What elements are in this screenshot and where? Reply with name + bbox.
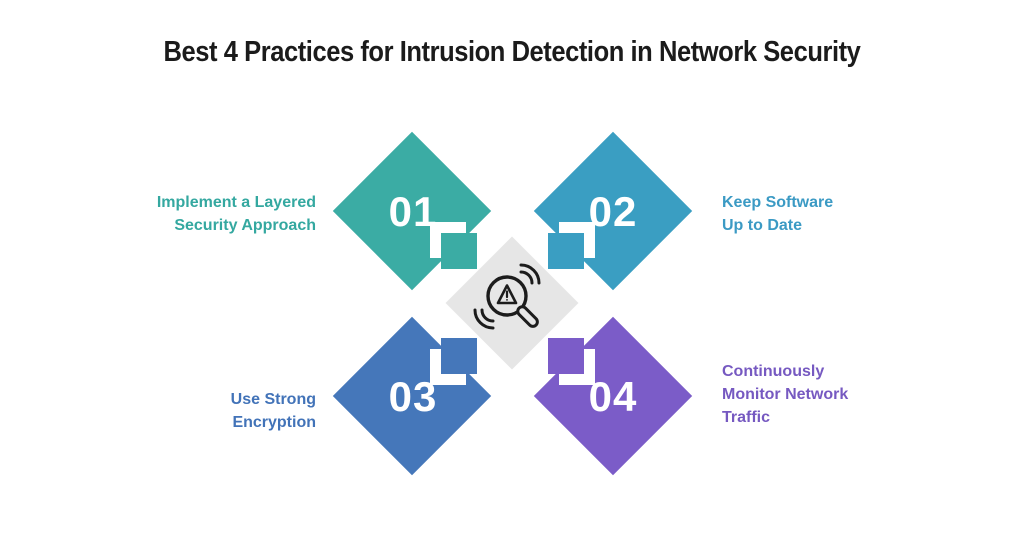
magnifier-alert-icon bbox=[473, 263, 541, 330]
connector-tab bbox=[548, 233, 584, 269]
connector-tab bbox=[548, 338, 584, 374]
step-label: Use Strong Encryption bbox=[230, 391, 316, 431]
step-number: 03 bbox=[388, 373, 438, 420]
step-number: 02 bbox=[588, 188, 638, 235]
connector-tab bbox=[441, 338, 477, 374]
step-label: Keep Software Up to Date bbox=[722, 194, 834, 234]
step-number: 04 bbox=[588, 373, 638, 420]
page-title: Best 4 Practices for Intrusion Detection… bbox=[163, 36, 861, 68]
connector-tab bbox=[441, 233, 477, 269]
step-label: Continuously Monitor Network Traffic bbox=[722, 363, 849, 426]
step-label: Implement a Layered Security Approach bbox=[156, 194, 316, 234]
step-number: 01 bbox=[388, 188, 438, 235]
